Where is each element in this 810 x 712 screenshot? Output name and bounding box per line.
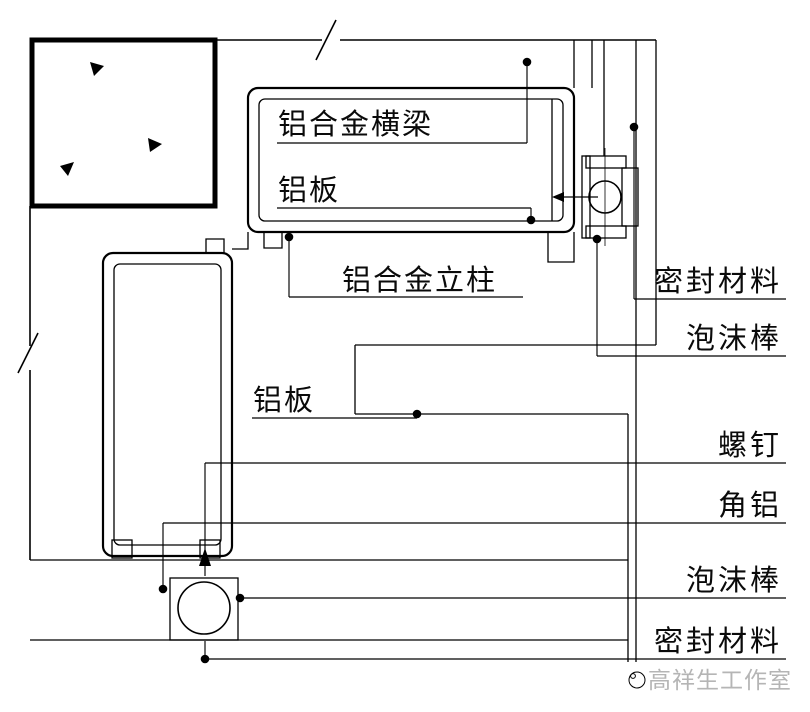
bracket-plate-top [585, 155, 627, 169]
leader-dot [526, 215, 536, 225]
beam-bottom-clip-left [263, 232, 283, 249]
label-mullion: 铝合金立柱 [342, 264, 497, 297]
label-panel-mid: 铝板 [253, 384, 315, 417]
mullion-top-clip [205, 238, 225, 253]
studio-logo-icon [628, 671, 646, 689]
label-screw: 螺钉 [718, 429, 782, 462]
joint-arrow [552, 192, 564, 202]
right-joint-detail [552, 148, 639, 246]
beam-profile [246, 86, 576, 263]
mullion-beam-connector [232, 232, 249, 250]
panel-step-lines [354, 344, 656, 415]
label-sealant-top: 密封材料 [654, 265, 782, 298]
watermark: 高祥生工作室 [628, 668, 792, 693]
break-mark-top [315, 19, 337, 61]
leader-dot [284, 232, 294, 242]
label-foam-rod-bottom: 泡沫棒 [686, 564, 782, 597]
sealant-block-bottom [169, 577, 239, 641]
label-beam: 铝合金横梁 [278, 108, 433, 141]
foam-rod-bottom [177, 581, 231, 635]
screw-arrow [199, 548, 211, 566]
leader-dot [158, 584, 168, 594]
beam-bottom-clip-right [547, 232, 575, 263]
label-panel-top: 铝板 [278, 174, 340, 207]
studio-logo-icon-detail [630, 673, 636, 679]
leader-dot [235, 593, 245, 603]
bracket-plate-bottom [585, 225, 627, 239]
bottom-joint-detail [30, 559, 628, 641]
labels: 铝合金横梁 铝板 铝合金立柱 铝板 密封材料 泡沫棒 螺钉 角铝 泡沫棒 密封材… [253, 108, 782, 658]
leader-dot [592, 234, 602, 244]
leader-dot [412, 409, 422, 419]
label-foam-rod-top: 泡沫棒 [686, 322, 782, 355]
boundary-lines [17, 19, 656, 560]
leader-dot [522, 57, 532, 67]
sealant-strip-right [621, 167, 639, 227]
concrete-wall-section [29, 37, 218, 209]
label-sealant-bottom: 密封材料 [654, 625, 782, 658]
right-mullion-lines [573, 40, 657, 662]
watermark-text: 高祥生工作室 [648, 668, 792, 693]
label-angle-aluminum: 角铝 [718, 489, 782, 522]
leader-dot [200, 654, 210, 664]
mullion-profile [101, 232, 249, 559]
leader-dot [629, 122, 639, 132]
leader-lines [162, 62, 786, 660]
leader-dots [158, 57, 639, 664]
break-mark-left [17, 332, 39, 374]
